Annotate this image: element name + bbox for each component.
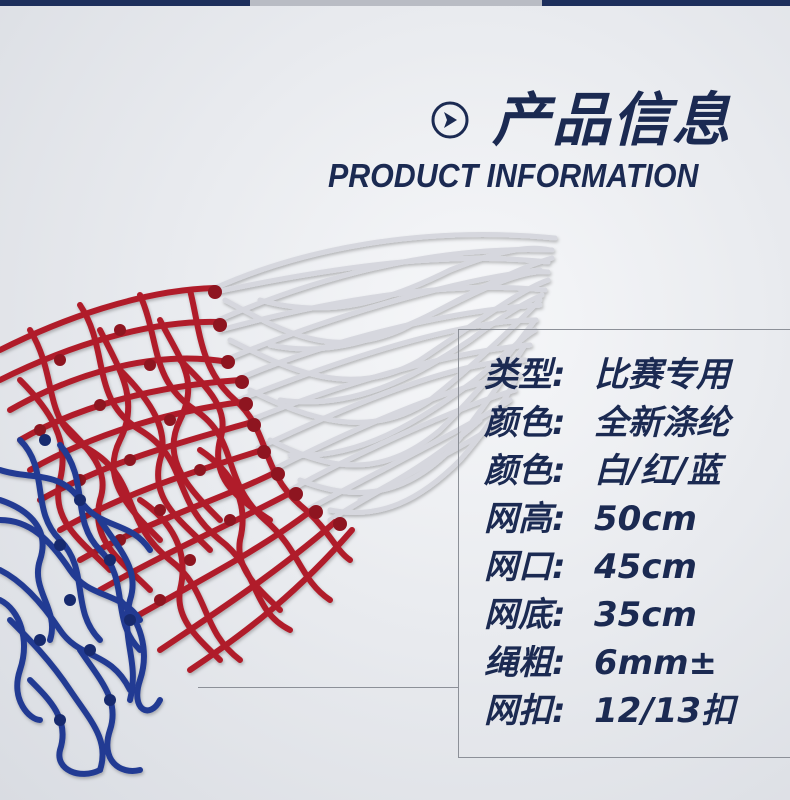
spec-label: 绳粗: (484, 643, 566, 683)
spec-row-type: 类型: 比赛专用 (484, 351, 784, 399)
spec-row-rope-thickness: 绳粗: 6mm± (484, 639, 784, 687)
spec-value: 35cm (594, 595, 697, 635)
spec-label: 网扣: (484, 691, 566, 731)
top-bar-gap (250, 0, 542, 6)
white-net-strands (212, 232, 558, 523)
top-bar (0, 0, 790, 6)
spec-value: 6mm± (594, 643, 718, 683)
spec-label: 网底: (484, 595, 566, 635)
red-net-strands (0, 285, 355, 673)
spec-row-height: 网高: 50cm (484, 495, 784, 543)
spec-label: 网高: (484, 499, 566, 539)
spec-label: 颜色: (484, 451, 566, 491)
spec-frame (458, 329, 790, 758)
spec-label: 类型: (484, 355, 566, 395)
spec-row-opening: 网口: 45cm (484, 543, 784, 591)
section-title-row: 产品信息 (430, 88, 732, 152)
spec-row-bottom: 网底: 35cm (484, 591, 784, 639)
page-subtitle: PRODUCT INFORMATION (328, 157, 699, 194)
spec-label: 网口: (484, 547, 566, 587)
spec-row-loops: 网扣: 12/13扣 (484, 687, 784, 735)
spec-value: 全新涤纶 (594, 403, 730, 443)
spec-value: 白/红/蓝 (594, 451, 721, 491)
play-circle-icon (431, 101, 469, 139)
spec-row-material: 颜色: 全新涤纶 (484, 399, 784, 447)
spec-row-color: 颜色: 白/红/蓝 (484, 447, 784, 495)
spec-label: 颜色: (484, 403, 566, 443)
spec-value: 50cm (594, 499, 697, 539)
blue-net-strands (0, 437, 163, 777)
spec-frame-underline (198, 687, 458, 688)
spec-value: 12/13扣 (594, 691, 736, 731)
blue-net-knots (34, 434, 136, 726)
spec-list: 类型: 比赛专用 颜色: 全新涤纶 颜色: 白/红/蓝 网高: 50cm 网口:… (484, 351, 784, 735)
spec-value: 45cm (594, 547, 697, 587)
red-net-knots (34, 285, 347, 606)
spec-value: 比赛专用 (594, 355, 730, 395)
page-title: 产品信息 (492, 86, 733, 154)
